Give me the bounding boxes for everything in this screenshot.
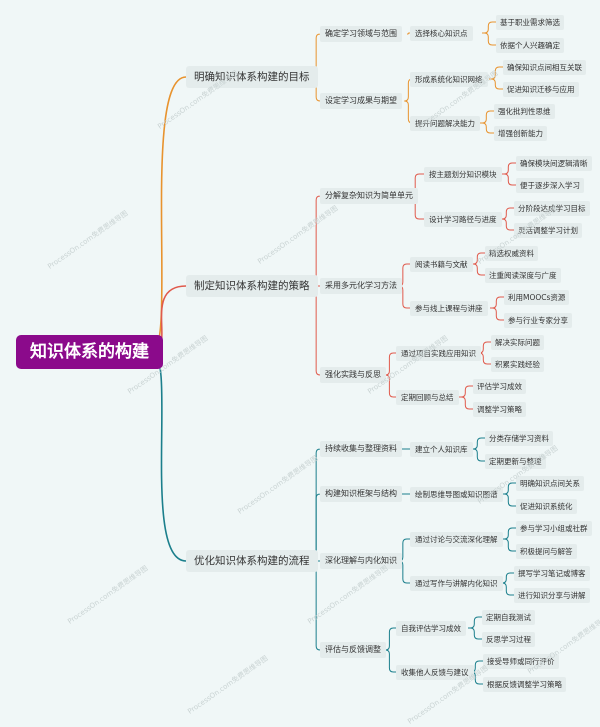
leaf-topic[interactable]: 利用MOOCs资源 xyxy=(504,289,570,305)
subtopic-detail[interactable]: 建立个人知识库 xyxy=(410,441,473,457)
connector-line xyxy=(500,218,514,231)
connector-line xyxy=(502,173,516,186)
connector-line xyxy=(489,78,503,90)
connector-line xyxy=(312,285,321,376)
connector-line xyxy=(312,195,321,287)
root-topic[interactable]: 知识体系的构建 xyxy=(16,335,163,369)
subtopic-detail[interactable]: 阅读书籍与文献 xyxy=(410,256,473,272)
connector-line xyxy=(500,582,514,596)
subtopic-detail[interactable]: 绘制思维导图或知识图谱 xyxy=(410,486,503,502)
leaf-topic[interactable]: 根据反馈调整学习策略 xyxy=(483,676,566,692)
leaf-topic[interactable]: 确保知识点间相互关联 xyxy=(503,59,586,75)
connector-line xyxy=(407,32,410,35)
leaf-topic[interactable]: 参与学习小组或社群 xyxy=(516,520,592,536)
subtopic-detail[interactable]: 提升问题解决能力 xyxy=(410,115,480,131)
connector-line xyxy=(482,21,496,34)
connector-line xyxy=(482,32,496,46)
subtopic-detail[interactable]: 通过写作与讲解内化知识 xyxy=(410,575,503,591)
connector-line xyxy=(490,296,504,309)
subtopic[interactable]: 深化理解与内化知识 xyxy=(320,553,402,569)
subtopic-detail[interactable]: 设计学习路径与进度 xyxy=(424,211,502,227)
subtopic-detail[interactable]: 通过讨论与交流深化理解 xyxy=(410,531,503,547)
connector-line xyxy=(480,110,494,124)
subtopic[interactable]: 设定学习成果与期望 xyxy=(320,93,402,109)
leaf-topic[interactable]: 促进知识迁移与应用 xyxy=(503,81,579,97)
leaf-topic[interactable]: 注重阅读深度与广度 xyxy=(485,267,561,283)
leaf-topic[interactable]: 依据个人兴趣确定 xyxy=(496,37,564,53)
subtopic-detail[interactable]: 形成系统化知识网络 xyxy=(410,71,488,87)
connector-line xyxy=(500,207,514,220)
subtopic-detail[interactable]: 按主题划分知识模块 xyxy=(424,166,502,182)
connector-line xyxy=(502,538,516,552)
subtopic[interactable]: 采用多元化学习方法 xyxy=(320,278,402,294)
connector-line xyxy=(502,162,516,175)
leaf-topic[interactable]: 调整学习策略 xyxy=(473,401,526,417)
branch-topic[interactable]: 优化知识体系构建的流程 xyxy=(186,550,318,572)
leaf-topic[interactable]: 定期更新与整理 xyxy=(485,453,546,469)
leaf-topic[interactable]: 撰写学习笔记或博客 xyxy=(514,565,590,581)
connector-line xyxy=(459,396,473,410)
connector-line xyxy=(312,560,321,651)
leaf-topic[interactable]: 进行知识分享与讲解 xyxy=(514,587,590,603)
leaf-topic[interactable]: 增强创新能力 xyxy=(494,125,547,141)
connector-line xyxy=(471,448,485,462)
subtopic-detail[interactable]: 定期回顾与总结 xyxy=(396,389,459,405)
connector-line xyxy=(151,351,187,562)
subtopic[interactable]: 构建知识框架与结构 xyxy=(320,486,402,502)
subtopic-detail[interactable]: 选择核心知识点 xyxy=(410,25,473,41)
leaf-topic[interactable]: 基于职业需求筛选 xyxy=(496,14,564,30)
leaf-topic[interactable]: 促进知识系统化 xyxy=(516,498,577,514)
leaf-topic[interactable]: 参与行业专家分享 xyxy=(504,312,572,328)
leaf-topic[interactable]: 分阶段达成学习目标 xyxy=(514,200,590,216)
connector-line xyxy=(489,66,503,80)
connector-line xyxy=(502,493,516,507)
subtopic-detail[interactable]: 通过项目实践应用知识 xyxy=(396,345,481,361)
connector-line xyxy=(502,482,516,495)
connector-line xyxy=(502,527,516,540)
connector-line xyxy=(468,616,482,629)
leaf-topic[interactable]: 便于逐步深入学习 xyxy=(516,177,584,193)
connector-line xyxy=(490,307,504,321)
leaf-topic[interactable]: 积累实践经验 xyxy=(491,356,544,372)
subtopic-detail[interactable]: 参与线上课程与讲座 xyxy=(410,300,488,316)
leaf-topic[interactable]: 接受导师或同行评价 xyxy=(483,653,559,669)
connector-line xyxy=(151,76,187,353)
connector-line xyxy=(384,649,396,673)
connector-line xyxy=(471,263,485,276)
leaf-topic[interactable]: 灵活调整学习计划 xyxy=(514,222,582,238)
connector-line xyxy=(471,437,485,450)
branch-topic[interactable]: 明确知识体系构建的目标 xyxy=(186,66,318,88)
subtopic[interactable]: 分解复杂知识为简单单元 xyxy=(320,188,418,204)
leaf-topic[interactable]: 积极提问与解答 xyxy=(516,543,577,559)
leaf-topic[interactable]: 精选权威资料 xyxy=(485,245,538,261)
subtopic-detail[interactable]: 自我评估学习成效 xyxy=(396,620,466,636)
connector-line xyxy=(480,122,494,134)
leaf-topic[interactable]: 解决实际问题 xyxy=(491,334,544,350)
connector-line xyxy=(471,252,485,265)
branch-topic[interactable]: 制定知识体系构建的策略 xyxy=(186,275,318,297)
leaf-topic[interactable]: 评估学习成效 xyxy=(473,378,526,394)
connector-line xyxy=(459,385,473,398)
leaf-topic[interactable]: 强化批判性思维 xyxy=(494,103,555,119)
subtopic[interactable]: 强化实践与反思 xyxy=(320,367,386,383)
subtopic[interactable]: 评估与反馈调整 xyxy=(320,642,386,658)
leaf-topic[interactable]: 明确知识点间关系 xyxy=(516,475,584,491)
subtopic-detail[interactable]: 收集他人反馈与建议 xyxy=(396,664,474,680)
leaf-topic[interactable]: 定期自我测试 xyxy=(482,609,535,625)
leaf-topic[interactable]: 反思学习过程 xyxy=(482,631,535,647)
connector-line xyxy=(468,627,482,640)
connector-line xyxy=(384,374,396,398)
subtopic[interactable]: 持续收集与整理资料 xyxy=(320,441,402,457)
leaf-topic[interactable]: 分类存储学习资料 xyxy=(485,430,553,446)
subtopic[interactable]: 确定学习领域与范围 xyxy=(320,26,402,42)
leaf-topic[interactable]: 确保模块间逻辑清晰 xyxy=(516,155,592,171)
